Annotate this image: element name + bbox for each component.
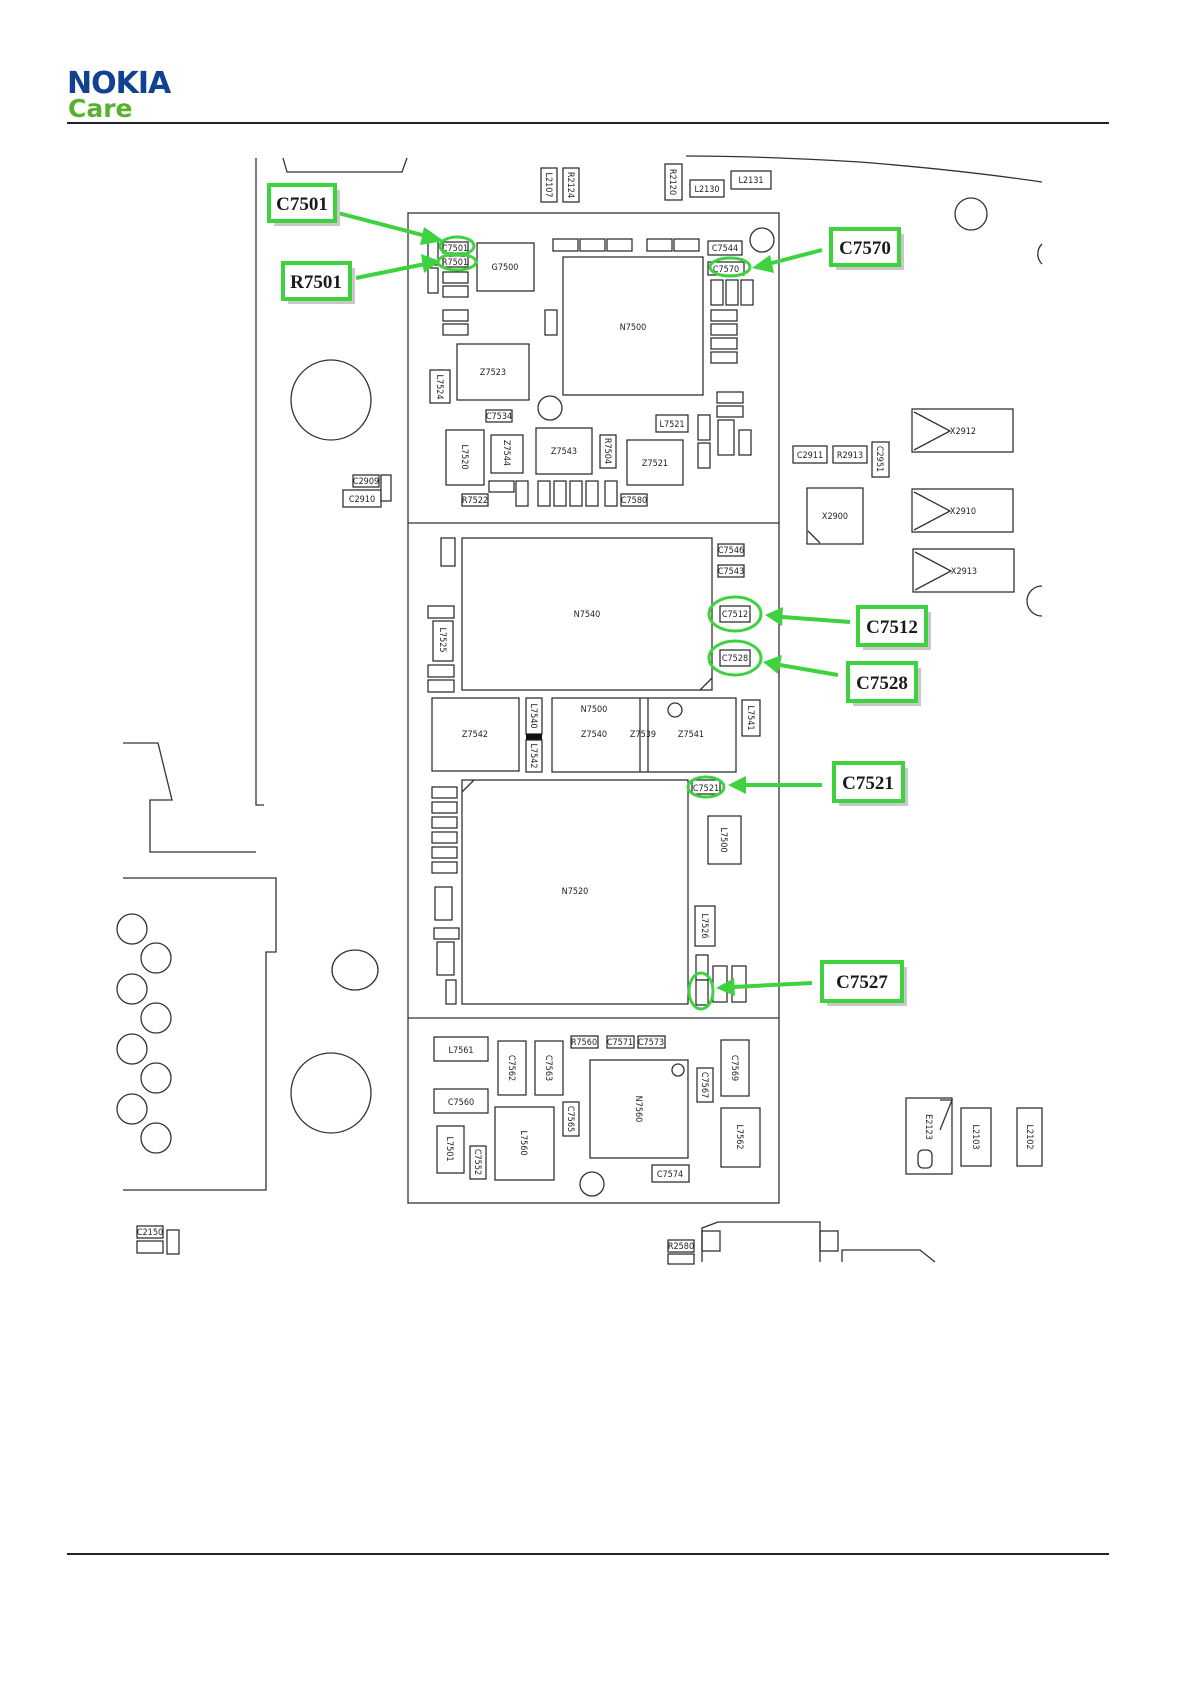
label-l7561: L7561 bbox=[448, 1046, 473, 1056]
label-r2124: R2124 bbox=[565, 172, 575, 198]
label-c7544: C7544 bbox=[712, 244, 738, 254]
label-c7543: C7543 bbox=[718, 567, 744, 577]
label-r7501: R7501 bbox=[442, 258, 468, 268]
shield-frame bbox=[407, 212, 780, 1204]
callout-c7527: C7527 bbox=[820, 960, 907, 1006]
svg-text:C7501: C7501 bbox=[276, 194, 328, 215]
label-z7521: Z7521 bbox=[642, 459, 668, 469]
label-c7534: C7534 bbox=[486, 412, 512, 422]
header-rule bbox=[67, 122, 1109, 124]
footer-rule bbox=[67, 1553, 1109, 1555]
svg-text:C7528: C7528 bbox=[856, 673, 908, 694]
label-z7523: Z7523 bbox=[480, 368, 506, 378]
label-r2913: R2913 bbox=[837, 451, 863, 461]
label-l2103: L2103 bbox=[970, 1124, 980, 1149]
label-c7552: C7552 bbox=[472, 1149, 482, 1175]
label-c7571: C7571 bbox=[607, 1038, 633, 1048]
label-x2913: X2913 bbox=[951, 567, 977, 577]
mounting-holes bbox=[116, 197, 988, 1154]
label-c7569: C7569 bbox=[729, 1055, 739, 1081]
callout-c7512: C7512 bbox=[856, 605, 931, 650]
label-c7574: C7574 bbox=[657, 1170, 683, 1180]
label-l7525: L7525 bbox=[437, 627, 447, 652]
label-l2107: L2107 bbox=[543, 172, 553, 197]
label-c7565: C7565 bbox=[565, 1106, 575, 1132]
label-c7512: C7512 bbox=[722, 610, 748, 620]
board-outline bbox=[123, 155, 1043, 1191]
label-c7546: C7546 bbox=[718, 546, 744, 556]
label-x2912: X2912 bbox=[950, 427, 976, 437]
label-l7542: L7542 bbox=[528, 743, 538, 768]
label-r7522: R7522 bbox=[462, 496, 488, 506]
label-c7563: C7563 bbox=[543, 1055, 553, 1081]
label-l7501: L7501 bbox=[444, 1136, 454, 1161]
label-r7504: R7504 bbox=[602, 438, 612, 464]
outer-components: C2909 C2910 C2911 R2913 C2951 X2912 X290… bbox=[136, 163, 1043, 1265]
label-n7500-b: N7500 bbox=[581, 705, 608, 715]
callout-c7570: C7570 bbox=[829, 227, 904, 270]
label-n7500: N7500 bbox=[620, 323, 647, 333]
svg-text:C7512: C7512 bbox=[866, 617, 918, 638]
label-z7539: Z7539 bbox=[630, 730, 656, 740]
label-l2131: L2131 bbox=[738, 176, 763, 186]
label-z7543: Z7543 bbox=[551, 447, 577, 457]
label-z7540: Z7540 bbox=[581, 730, 607, 740]
label-n7560: N7560 bbox=[633, 1096, 643, 1123]
label-x2900: X2900 bbox=[822, 512, 848, 522]
label-c2150: C2150 bbox=[137, 1228, 163, 1238]
label-c7501: C7501 bbox=[442, 244, 468, 254]
care-logo: Care bbox=[68, 94, 133, 123]
label-g7500: G7500 bbox=[492, 263, 519, 273]
callout-c7528: C7528 bbox=[846, 661, 921, 706]
label-l7500: L7500 bbox=[718, 827, 728, 852]
label-l7540: L7540 bbox=[528, 703, 538, 728]
label-e2123: E2123 bbox=[923, 1114, 933, 1140]
label-z7541: Z7541 bbox=[678, 730, 704, 740]
label-c2951: C2951 bbox=[874, 446, 884, 472]
label-c7521: C7521 bbox=[693, 784, 719, 794]
bottom-section: L7561 C7560 C7562 C7563 R7560 C7571 C757… bbox=[433, 1035, 761, 1197]
label-n7520: N7520 bbox=[562, 887, 589, 897]
label-l7562: L7562 bbox=[734, 1124, 744, 1149]
label-c2909: C2909 bbox=[353, 477, 379, 487]
label-c7562: C7562 bbox=[506, 1055, 516, 1081]
label-l7520: L7520 bbox=[459, 444, 469, 469]
label-c7570: C7570 bbox=[713, 265, 739, 275]
label-n7540: N7540 bbox=[574, 610, 601, 620]
callout-c7501: C7501 bbox=[267, 183, 340, 226]
callout-r7501: R7501 bbox=[281, 261, 355, 304]
label-r2580: R2580 bbox=[668, 1242, 694, 1252]
callout-c7521: C7521 bbox=[832, 761, 908, 806]
svg-text:R7501: R7501 bbox=[290, 272, 342, 293]
label-l2130: L2130 bbox=[694, 185, 719, 195]
highlight-rings bbox=[436, 235, 763, 1011]
label-c7567: C7567 bbox=[699, 1072, 709, 1098]
label-c2910: C2910 bbox=[349, 495, 375, 505]
svg-text:C7521: C7521 bbox=[842, 773, 894, 794]
label-x2910: X2910 bbox=[950, 507, 976, 517]
label-c7560: C7560 bbox=[448, 1098, 474, 1108]
label-c2911: C2911 bbox=[797, 451, 823, 461]
label-z7542: Z7542 bbox=[462, 730, 488, 740]
middle-section: N7540 C7546 C7543 C7512 C7528 L7525 Z754… bbox=[427, 537, 761, 773]
label-r2120: R2120 bbox=[667, 169, 677, 195]
label-l7524: L7524 bbox=[434, 374, 444, 399]
label-l7521: L7521 bbox=[659, 420, 684, 430]
label-l7541: L7541 bbox=[745, 705, 755, 730]
lower-middle-section: N7520 C7521 L7500 L7526 bbox=[431, 779, 747, 1006]
label-l2102: L2102 bbox=[1024, 1124, 1034, 1149]
svg-text:C7527: C7527 bbox=[836, 972, 888, 993]
label-c7528: C7528 bbox=[722, 654, 748, 664]
label-c7580: C7580 bbox=[621, 496, 647, 506]
svg-text:C7570: C7570 bbox=[839, 238, 891, 259]
callout-arrows bbox=[337, 211, 851, 996]
label-z7544: Z7544 bbox=[501, 440, 511, 466]
label-c7573: C7573 bbox=[638, 1038, 664, 1048]
label-l7560: L7560 bbox=[518, 1130, 528, 1155]
upper-section: G7500 N7500 Z7523 L7524 C7534 L7520 Z754… bbox=[427, 227, 775, 507]
nokia-logo: NOKIA bbox=[67, 66, 171, 101]
label-l7526: L7526 bbox=[699, 913, 709, 938]
label-r7560: R7560 bbox=[571, 1038, 597, 1048]
